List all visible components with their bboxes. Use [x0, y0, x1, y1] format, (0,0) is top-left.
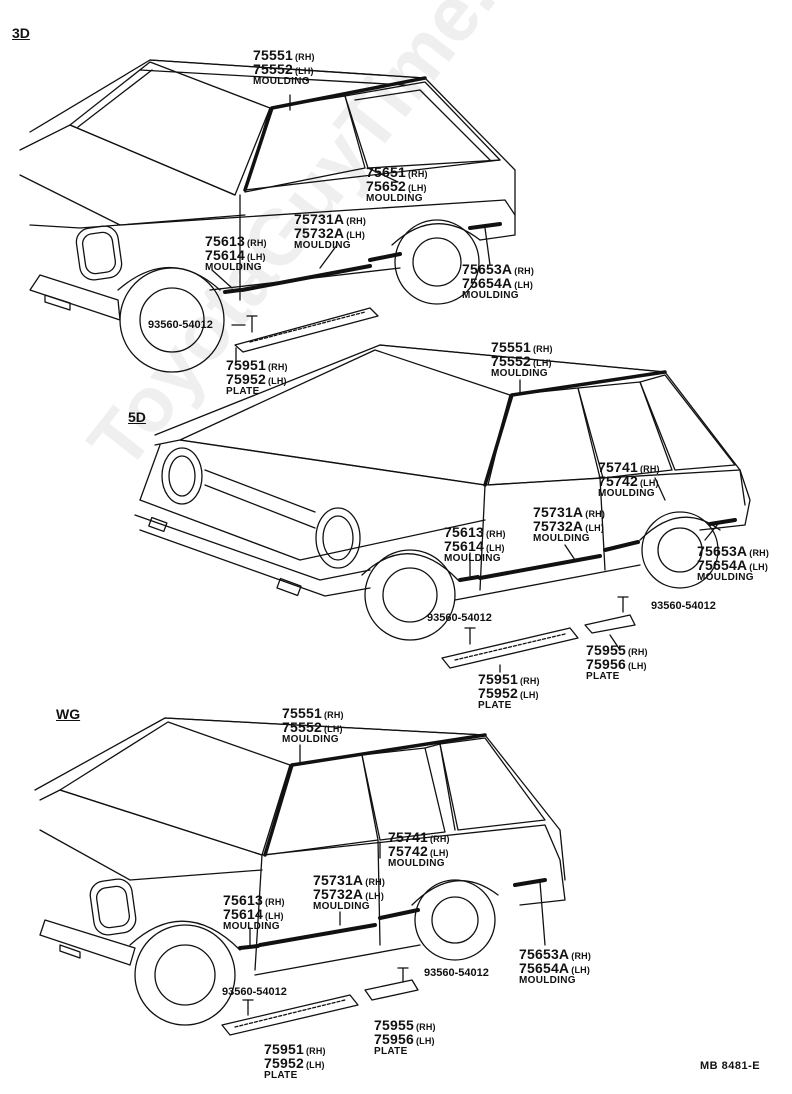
callout-door-moulding-5d: 75731A(RH) 75732A(LH) MOULDING [533, 504, 606, 544]
section-label-5d: 5D [128, 409, 146, 425]
callout-front-plate-wg: 75951(RH) 75952(LH) PLATE [264, 1041, 326, 1081]
callout-roof-moulding-wg: 75551(RH) 75552(LH) MOULDING [282, 705, 344, 745]
callout-rear-plate-5d: 75955(RH) 75956(LH) PLATE [586, 642, 648, 682]
screw-label-wg-rear: 93560-54012 [424, 967, 489, 979]
callout-door-moulding-3d: 75731A(RH) 75732A(LH) MOULDING [294, 211, 367, 251]
callout-front-moulding-5d: 75613(RH) 75614(LH) MOULDING [444, 524, 506, 564]
callout-roof-moulding-5d: 75551(RH) 75552(LH) MOULDING [491, 339, 553, 379]
callout-front-plate-5d: 75951(RH) 75952(LH) PLATE [478, 671, 540, 711]
callout-quarter-moulding-5d: 75653A(RH) 75654A(LH) MOULDING [697, 543, 770, 583]
callout-quarter-moulding-wg: 75653A(RH) 75654A(LH) MOULDING [519, 946, 592, 986]
section-label-3d: 3D [12, 25, 30, 41]
car-5d-illustration [134, 344, 751, 673]
callout-roof-moulding-3d: 75551(RH) 75552(LH) MOULDING [253, 47, 315, 87]
callout-front-moulding-3d: 75613(RH) 75614(LH) MOULDING [205, 233, 267, 273]
screw-label-5d-rear: 93560-54012 [651, 600, 716, 612]
callout-door-moulding-wg: 75731A(RH) 75732A(LH) MOULDING [313, 872, 386, 912]
screw-label-wg-front: 93560-54012 [222, 986, 287, 998]
callout-rear-moulding-3d: 75651(RH) 75652(LH) MOULDING [366, 164, 428, 204]
callout-plate-3d: 75951(RH) 75952(LH) PLATE [226, 357, 288, 397]
callout-rear-door-moulding-5d: 75741(RH) 75742(LH) MOULDING [598, 459, 660, 499]
callout-front-moulding-wg: 75613(RH) 75614(LH) MOULDING [223, 892, 285, 932]
section-label-wg: WG [56, 706, 81, 722]
callout-rear-door-moulding-wg: 75741(RH) 75742(LH) MOULDING [388, 829, 450, 869]
car-3d-illustration [19, 59, 516, 373]
screw-label-5d-front: 93560-54012 [427, 612, 492, 624]
figure-code: MB 8481-E [700, 1060, 761, 1072]
screw-label-3d: 93560-54012 [148, 319, 213, 331]
car-wg-illustration [34, 717, 566, 1036]
callout-quarter-moulding-3d: 75653A(RH) 75654A(LH) MOULDING [462, 261, 535, 301]
callout-rear-plate-wg: 75955(RH) 75956(LH) PLATE [374, 1017, 436, 1057]
